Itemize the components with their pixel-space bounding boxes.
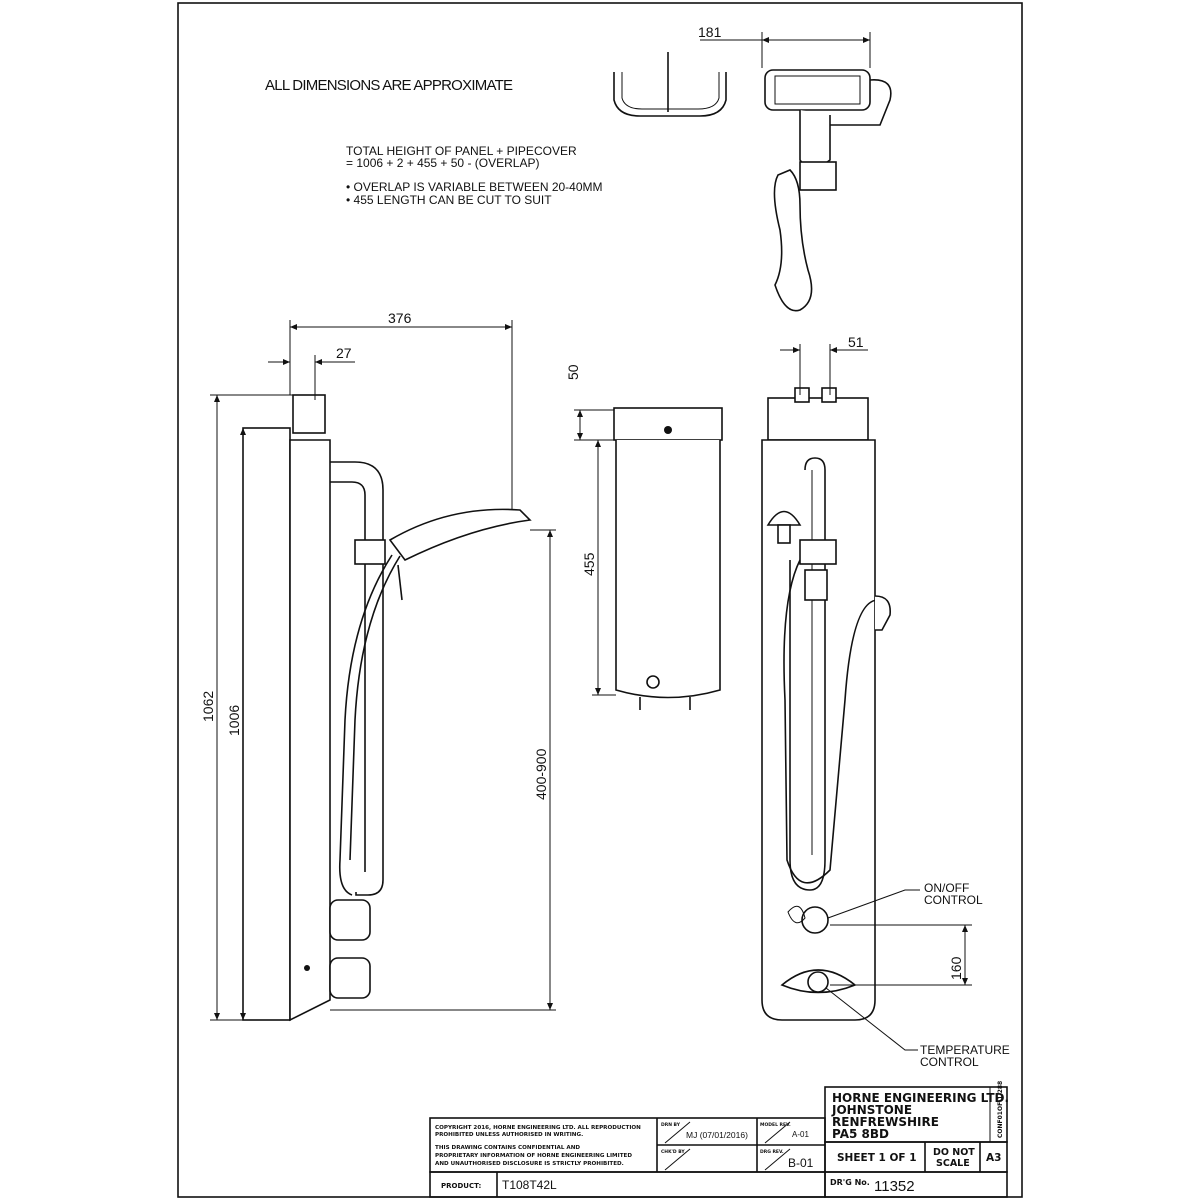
label-onoff-control: ON/OFF <box>924 881 969 895</box>
sheet-number: SHEET 1 OF 1 <box>837 1152 917 1164</box>
dim-overall-height: 1062 <box>200 691 216 722</box>
note-bullet: • OVERLAP IS VARIABLE BETWEEN 20-40MM <box>346 180 603 194</box>
label-temperature-control: CONTROL <box>920 1055 979 1069</box>
pipecover-plan-view <box>613 52 727 117</box>
do-not-scale: SCALE <box>936 1158 970 1169</box>
confidential-text: AND UNAUTHORISED DISCLOSURE IS STRICTLY … <box>435 1161 624 1167</box>
do-not-scale: DO NOT <box>933 1147 975 1158</box>
model-rev: A-01 <box>792 1130 809 1139</box>
dim-control-spacing: 160 <box>948 956 964 980</box>
drg-rev: B-01 <box>788 1156 814 1170</box>
note-line: = 1006 + 2 + 455 + 50 - (OVERLAP) <box>346 156 539 170</box>
dim-cover-length: 455 <box>581 552 597 576</box>
model-rev-label: MODEL REV. <box>760 1122 791 1128</box>
dim-side-offset: 27 <box>336 345 352 361</box>
product-code: T108T42L <box>502 1178 557 1192</box>
confidential-text: THIS DRAWING CONTAINS CONFIDENTIAL AND <box>435 1145 580 1151</box>
dim-cap-height: 50 <box>565 364 581 380</box>
drawn-by: MJ (07/01/2016) <box>686 1130 748 1140</box>
drawing-number: 11352 <box>874 1178 915 1195</box>
unit-plan-view: 181 <box>698 24 892 312</box>
drawing-number-label: DR'G No. <box>830 1178 870 1187</box>
drg-rev-label: DRG REV. <box>760 1149 784 1155</box>
label-onoff-control: CONTROL <box>924 893 983 907</box>
side-elevation-view: 376 27 1062 1006 400-900 <box>200 310 556 1022</box>
front-elevation-view: 51 160 ON/OFF CONTROL TEMPERATURE CONTRO… <box>761 334 1010 1069</box>
checked-by-label: CHK'D BY <box>661 1149 685 1155</box>
dim-mount-height: 400-900 <box>533 748 549 800</box>
conf-code: CONF01OF:1.288 <box>997 1081 1004 1138</box>
company-address: PA5 8BD <box>832 1127 889 1141</box>
copyright-text: COPYRIGHT 2016, HORNE ENGINEERING LTD. A… <box>435 1125 641 1131</box>
company-address: JOHNSTONE <box>831 1103 912 1117</box>
company-name: HORNE ENGINEERING LTD. <box>832 1091 1009 1105</box>
dim-top-width: 181 <box>698 24 722 40</box>
paper-size: A3 <box>986 1152 1001 1164</box>
drawn-by-label: DRN BY <box>661 1122 681 1128</box>
confidential-text: PROPRIETARY INFORMATION OF HORNE ENGINEE… <box>435 1153 632 1159</box>
note-line: TOTAL HEIGHT OF PANEL + PIPECOVER <box>346 144 577 158</box>
dim-panel-height: 1006 <box>226 705 242 736</box>
dim-fitting-spacing: 51 <box>848 334 864 350</box>
copyright-text: PROHIBITED UNLESS AUTHORISED IN WRITING. <box>435 1132 583 1138</box>
title-block: HORNE ENGINEERING LTD. JOHNSTONE RENFREW… <box>429 1081 1009 1198</box>
notes-heading: ALL DIMENSIONS ARE APPROXIMATE <box>265 77 513 94</box>
dim-side-depth: 376 <box>388 310 412 326</box>
label-temperature-control: TEMPERATURE <box>920 1043 1010 1057</box>
pipecover-elevation-view: 50 455 <box>565 364 723 710</box>
note-bullet: • 455 LENGTH CAN BE CUT TO SUIT <box>346 193 552 207</box>
product-label: PRODUCT: <box>441 1182 481 1190</box>
company-address: RENFREWSHIRE <box>832 1115 939 1129</box>
